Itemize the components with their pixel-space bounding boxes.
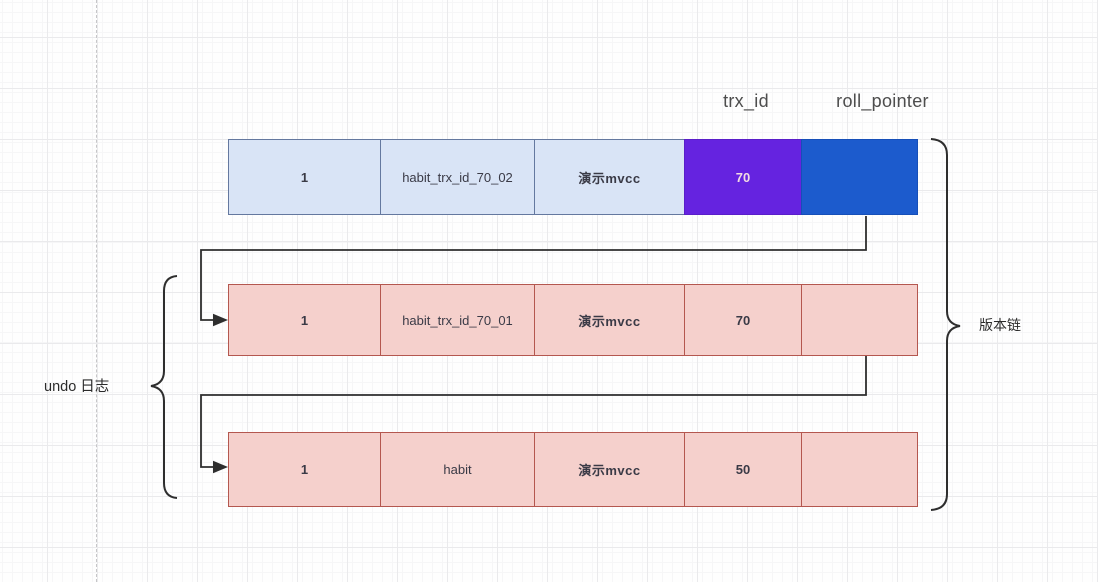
cell-id: 1 bbox=[228, 284, 381, 356]
undo-log-label: undo 日志 bbox=[44, 379, 110, 395]
cell-name: habit bbox=[380, 432, 535, 507]
cell-name: habit_trx_id_70_02 bbox=[380, 139, 535, 215]
cell-value: 演示mvcc bbox=[534, 284, 685, 356]
cell-value: 演示mvcc bbox=[534, 432, 685, 507]
record-row-undo-1: 1 habit_trx_id_70_01 演示mvcc 70 bbox=[228, 284, 918, 356]
cell-roll-pointer bbox=[801, 139, 918, 215]
cell-roll-pointer bbox=[801, 432, 918, 507]
dashed-guide-line bbox=[96, 0, 97, 582]
record-row-current: 1 habit_trx_id_70_02 演示mvcc 70 bbox=[228, 139, 918, 215]
cell-value: 演示mvcc bbox=[534, 139, 685, 215]
roll-pointer-column-label: roll_pointer bbox=[836, 91, 929, 111]
record-row-undo-2: 1 habit 演示mvcc 50 bbox=[228, 432, 918, 507]
cell-trx-id: 70 bbox=[684, 139, 802, 215]
cell-roll-pointer bbox=[801, 284, 918, 356]
cell-id: 1 bbox=[228, 139, 381, 215]
cell-trx-id: 50 bbox=[684, 432, 802, 507]
cell-id: 1 bbox=[228, 432, 381, 507]
cell-trx-id: 70 bbox=[684, 284, 802, 356]
version-chain-label: 版本链 bbox=[979, 317, 1021, 333]
cell-name: habit_trx_id_70_01 bbox=[380, 284, 535, 356]
trx-id-column-label: trx_id bbox=[723, 91, 769, 111]
